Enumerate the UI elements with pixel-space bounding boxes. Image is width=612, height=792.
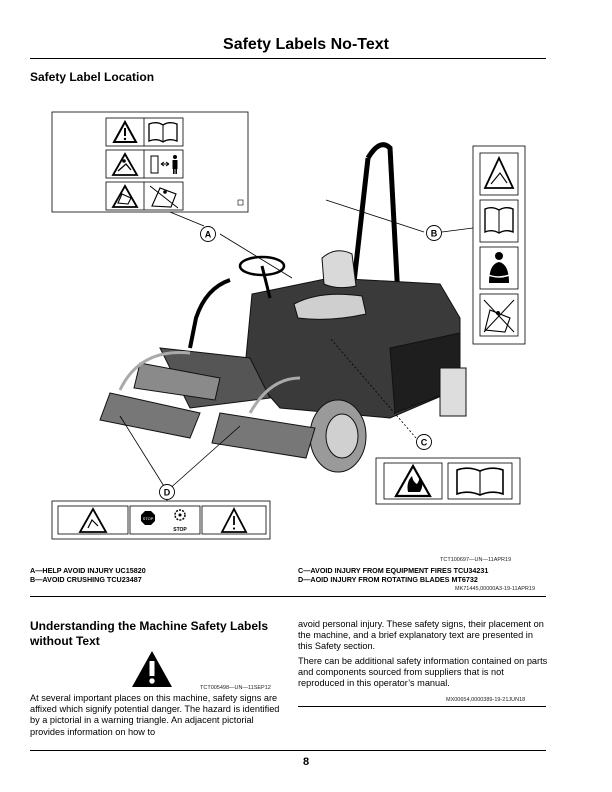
footer-rule — [30, 750, 546, 751]
figure-reference: TCT100697—UN—11APR19 — [440, 557, 512, 563]
callout-c: C — [416, 434, 432, 450]
callout-d: D — [159, 484, 175, 500]
column-rule — [298, 706, 546, 707]
warning-symbol-icon — [132, 651, 172, 687]
callout-text-a: A—HELP AVOID INJURY UC15820 — [30, 566, 146, 575]
no-rollover-icon — [483, 299, 515, 333]
label-panel-d: STOP STOP — [51, 500, 271, 540]
stop-sign-icon: STOP — [141, 511, 155, 525]
mower-illustration — [99, 142, 467, 473]
fire-hazard-icon — [394, 463, 432, 498]
leader-lines — [119, 199, 474, 506]
rollover-hazard-icon — [111, 184, 139, 208]
rotating-blades-hazard-icon — [78, 507, 108, 533]
warning-reference: TCT005498—UN—11SEP12 — [200, 685, 271, 691]
manual-book-icon — [456, 467, 504, 496]
crushing-hazard-icon — [111, 152, 139, 176]
callout-text-b: B—AVOID CRUSHING TCU23487 — [30, 575, 142, 584]
label-panel-c — [375, 457, 521, 505]
callout-b-letter: B — [431, 229, 438, 239]
section-heading: Safety Label Location — [30, 70, 155, 84]
warning-triangle-icon — [112, 119, 138, 143]
paragraph-left: At several important places on this mach… — [30, 693, 280, 737]
callout-c-letter: C — [421, 438, 428, 448]
page-number: 8 — [302, 756, 310, 768]
section-rule — [30, 596, 546, 597]
callout-d-letter: D — [164, 488, 171, 498]
fasten-seatbelt-icon — [485, 252, 513, 283]
label-panel-b — [472, 145, 526, 345]
callout-text-c: C—AVOID INJURY FROM EQUIPMENT FIRES TCU3… — [298, 566, 489, 575]
sub-heading: Understanding the Machine Safety Labels … — [30, 619, 269, 648]
callout-a: A — [200, 226, 216, 242]
safety-label-location-figure: A B C D STOP — [51, 111, 526, 540]
blade-gear-icon: STOP — [173, 509, 187, 533]
crushing-triangle-icon — [483, 155, 515, 189]
seatbelt-rollover-icon — [149, 185, 179, 209]
callout-text-d: D—AOID INJURY FROM ROTATING BLADES MT673… — [298, 575, 478, 584]
page-title: Safety Labels No-Text — [223, 36, 389, 53]
paragraph-right-1: avoid personal injury. These safety sign… — [298, 619, 544, 652]
stop-caption-text: STOP — [173, 527, 187, 533]
label-panel-a — [51, 111, 249, 213]
callout-reference: MK71445,00000A3-19-11APR19 — [455, 586, 536, 592]
paragraph-right-2: There can be additional safety informati… — [298, 656, 548, 689]
manual-book-icon — [148, 122, 178, 143]
keep-distance-icon — [150, 155, 178, 174]
warning-triangle-icon — [220, 507, 248, 533]
stop-sign-text: STOP — [143, 516, 154, 521]
callout-a-letter: A — [205, 230, 212, 240]
text-reference: MX00654,000038​9-19-21JUN18 — [446, 697, 526, 703]
operator-manual-icon — [484, 207, 514, 234]
callout-b: B — [426, 225, 442, 241]
title-rule — [30, 58, 546, 59]
